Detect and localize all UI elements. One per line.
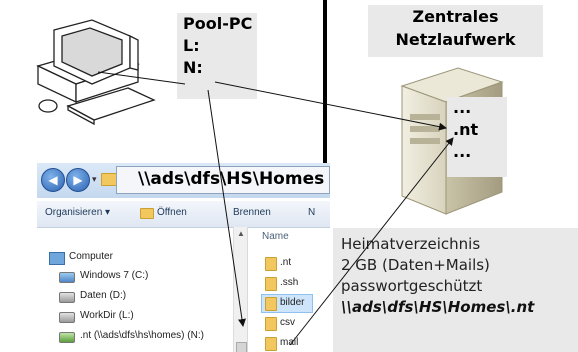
server-volumes-box: ... .nt ... bbox=[447, 97, 507, 177]
drive-icon bbox=[59, 312, 75, 323]
pool-pc-title: Pool-PC bbox=[183, 14, 253, 33]
more-toolbar-button[interactable]: N bbox=[308, 207, 316, 218]
file-item[interactable]: .nt bbox=[280, 257, 292, 268]
address-path: \\ads\dfs\HS\Homes bbox=[138, 169, 325, 189]
network-drive-label: Zentrales Netzlaufwerk bbox=[368, 5, 543, 57]
tree-item-computer[interactable]: Computer bbox=[69, 251, 113, 262]
windows-drive-icon bbox=[59, 272, 75, 283]
pool-pc-label: Pool-PC L: N: bbox=[177, 13, 257, 99]
pool-pc-illustration bbox=[36, 19, 156, 126]
server-volume-item: ... bbox=[453, 142, 472, 161]
server-volume-item: .nt bbox=[453, 120, 479, 139]
info-title: Heimatverzeichnis bbox=[341, 235, 481, 253]
burn-button[interactable]: Brennen bbox=[233, 207, 271, 218]
tree-item-drive-n[interactable]: .nt (\\ads\dfs\hs\homes) (N:) bbox=[80, 330, 204, 341]
pane-separator bbox=[247, 227, 248, 352]
drive-l-label: L: bbox=[183, 36, 200, 55]
n-drive-to-server-arrow bbox=[214, 81, 447, 131]
info-quota: 2 GB (Daten+Mails) bbox=[341, 256, 490, 274]
file-item[interactable]: csv bbox=[280, 317, 295, 328]
folder-icon bbox=[265, 317, 277, 331]
drive-n-label: N: bbox=[183, 58, 203, 77]
tree-item-drive-d[interactable]: Daten (D:) bbox=[80, 290, 127, 301]
history-dropdown-icon[interactable]: ▾ bbox=[92, 174, 97, 184]
file-item[interactable]: .ssh bbox=[280, 277, 299, 288]
tree-item-drive-c[interactable]: Windows 7 (C:) bbox=[80, 270, 149, 281]
network-drive-icon bbox=[59, 332, 75, 343]
file-item[interactable]: bilder bbox=[280, 297, 305, 308]
folder-icon bbox=[265, 337, 277, 351]
info-path: \\ads\dfs\HS\Homes\.nt bbox=[341, 298, 535, 316]
back-icon[interactable]: ◀ bbox=[41, 168, 65, 192]
folder-icon bbox=[265, 297, 277, 311]
open-folder-icon bbox=[140, 208, 154, 219]
info-protection: passwortgeschützt bbox=[341, 277, 483, 295]
column-header-name[interactable]: Name bbox=[262, 231, 289, 242]
forward-icon[interactable]: ▶ bbox=[66, 168, 90, 192]
pc-to-drive-label-line bbox=[97, 71, 186, 85]
drive-icon bbox=[59, 292, 75, 303]
scroll-up-icon[interactable]: ▲ bbox=[237, 229, 245, 238]
organize-button[interactable]: Organisieren ▾ bbox=[45, 207, 111, 218]
folder-icon bbox=[265, 277, 277, 291]
n-drive-to-explorer-arrow bbox=[207, 89, 246, 327]
tree-item-drive-l[interactable]: WorkDir (L:) bbox=[80, 310, 134, 321]
home-directory-info: Heimatverzeichnis 2 GB (Daten+Mails) pas… bbox=[333, 228, 578, 352]
folder-icon bbox=[265, 257, 277, 271]
network-drive-title-line1: Zentrales bbox=[412, 7, 499, 26]
explorer-toolbar: Organisieren ▾ Öffnen Brennen N bbox=[37, 201, 330, 228]
server-volume-item: ... bbox=[453, 98, 472, 117]
scroll-thumb[interactable] bbox=[236, 342, 247, 352]
network-drive-title-line2: Netzlaufwerk bbox=[395, 30, 516, 49]
computer-icon bbox=[49, 252, 65, 265]
explorer-to-nt-arrow bbox=[289, 137, 454, 346]
open-button[interactable]: Öffnen bbox=[157, 207, 187, 218]
file-item[interactable]: mail bbox=[280, 337, 299, 348]
